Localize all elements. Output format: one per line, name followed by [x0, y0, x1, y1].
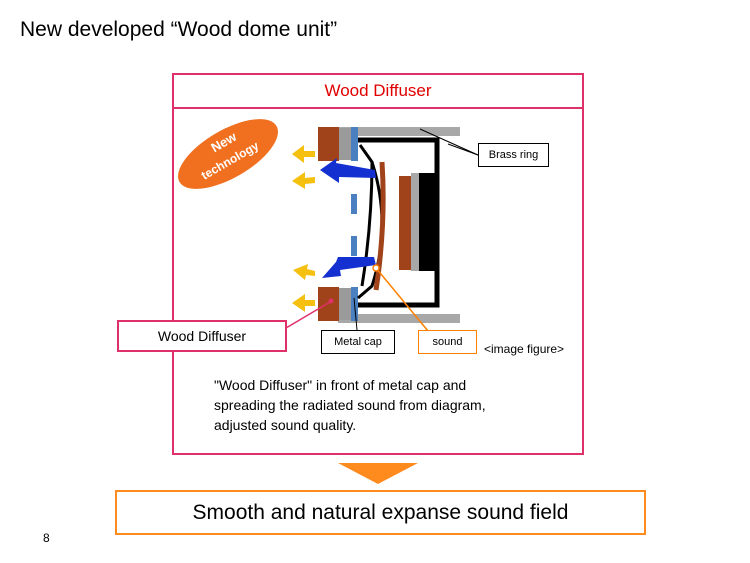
yellow-arrow-3	[293, 264, 315, 280]
yellow-arrow-1	[292, 145, 315, 163]
brass-ring-label: Brass ring	[478, 143, 549, 167]
diaphragm	[357, 144, 386, 300]
yellow-arrows	[292, 145, 315, 312]
wood-diffuser-top	[318, 127, 339, 161]
description: "Wood Diffuser" in front of metal cap an…	[214, 375, 486, 435]
page-title: New developed “Wood dome unit”	[20, 18, 338, 41]
new-technology-badge: New technology	[178, 119, 278, 189]
description-line-3: adjusted sound quality.	[214, 417, 357, 433]
description-line-2: spreading the radiated sound from diagra…	[214, 397, 486, 413]
wood-diffuser-label: Wood Diffuser	[117, 320, 287, 352]
wood-diffuser-marker	[328, 298, 334, 304]
blue-arrows	[320, 158, 376, 278]
blue-arrow-top	[320, 158, 376, 183]
metal-cap	[351, 127, 358, 321]
metal-cap-label: Metal cap	[321, 330, 395, 354]
result-box: Smooth and natural expanse sound field	[115, 490, 646, 535]
bottom-gray-bar	[338, 314, 460, 323]
housing-outline	[355, 137, 440, 308]
sound-label: sound	[418, 330, 477, 354]
blue-arrow-bottom	[322, 257, 376, 278]
description-line-1: "Wood Diffuser" in front of metal cap an…	[214, 377, 467, 393]
image-figure-caption: <image figure>	[484, 342, 565, 356]
speaker-housing	[338, 127, 460, 323]
down-arrow	[338, 463, 418, 484]
magnet-assembly	[399, 173, 436, 271]
top-gray-bar	[338, 127, 460, 136]
yellow-arrow-4	[292, 294, 315, 312]
frame-title: Wood Diffuser	[172, 73, 584, 109]
sound-marker	[372, 264, 380, 272]
yellow-arrow-2	[292, 172, 315, 189]
leader-lines	[285, 128, 479, 332]
wood-diffuser-bottom	[318, 287, 339, 321]
top-gray-plate	[339, 128, 351, 160]
page-number: 8	[43, 531, 50, 545]
bottom-gray-plate	[339, 288, 351, 320]
